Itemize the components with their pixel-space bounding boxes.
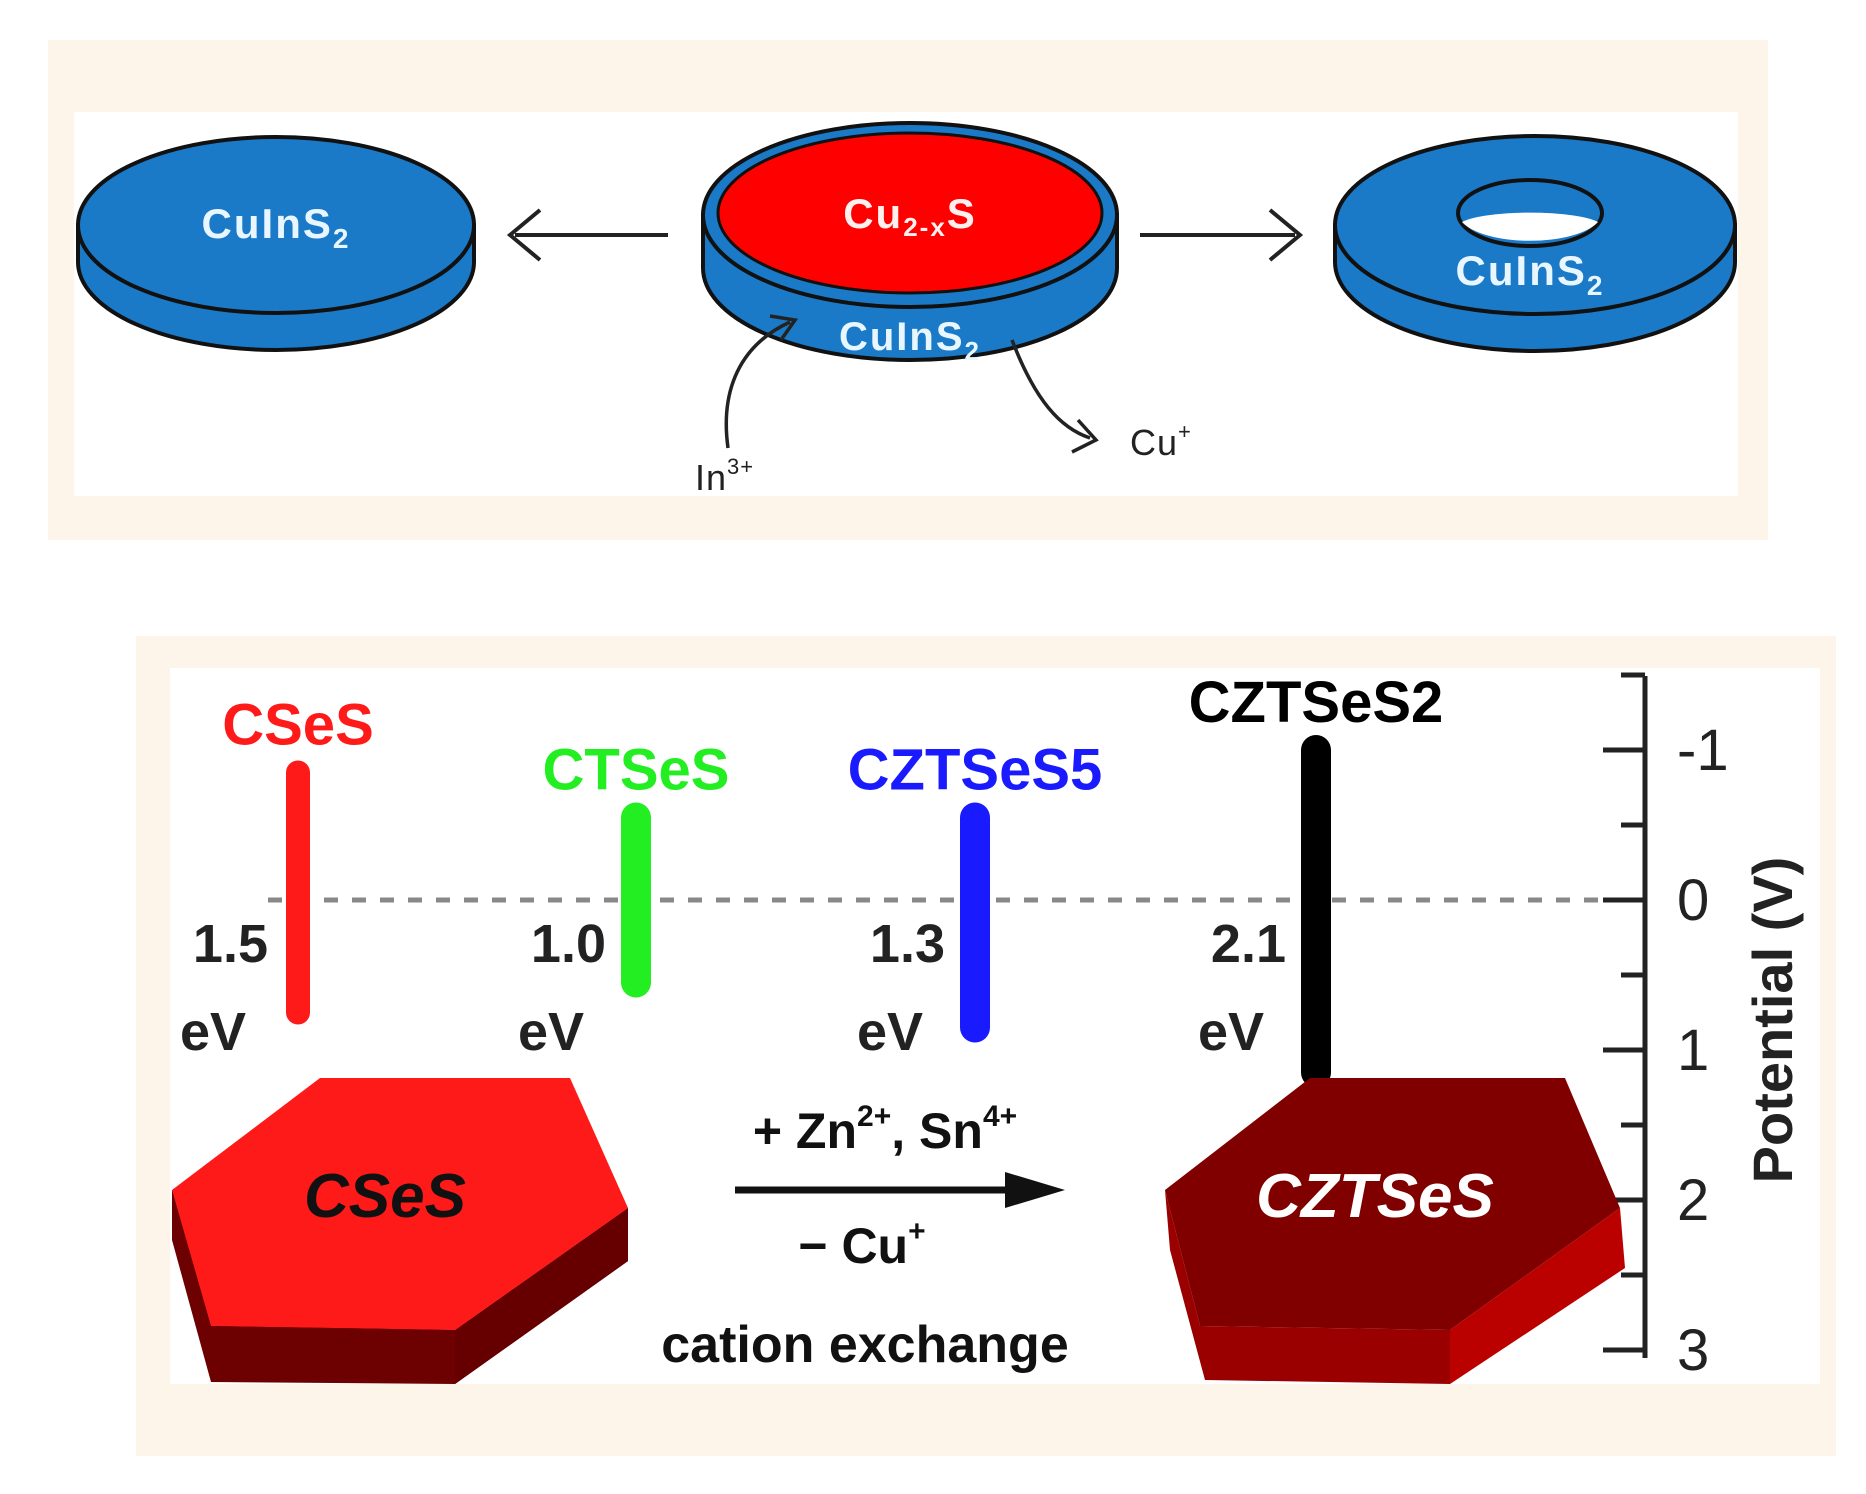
band-gap-unit: eV xyxy=(180,1002,246,1062)
band-gap-unit: eV xyxy=(857,1002,923,1062)
band-bar-name: CZTSeS2 xyxy=(1189,670,1444,735)
axis-tick-label: 3 xyxy=(1677,1318,1709,1383)
right-ring-disk: CuInS2 xyxy=(1333,134,1737,353)
band-bar-name: CZTSeS5 xyxy=(848,738,1103,803)
left-disk-label: CuInS xyxy=(202,200,333,247)
cztses-crystal-label: CZTSeS xyxy=(1256,1162,1494,1231)
axis-tick-label: 0 xyxy=(1677,868,1709,933)
ring-hole-bottom xyxy=(1462,212,1598,241)
sn-charge: 4+ xyxy=(983,1100,1017,1133)
svg-text:CuInS2: CuInS2 xyxy=(1456,247,1605,301)
svg-text:CuInS2: CuInS2 xyxy=(202,200,351,254)
right-disk-label: CuInS xyxy=(1456,247,1587,294)
cu-ion-charge: + xyxy=(1178,419,1192,444)
right-disk-subscript: 2 xyxy=(1587,270,1605,301)
left-arrowhead xyxy=(506,208,542,262)
band-bar-group: CZTSeS2 2.1 eV xyxy=(1189,670,1444,1088)
band-gap-value: 1.3 xyxy=(870,914,945,974)
core-label: Cu xyxy=(843,190,903,237)
in-ion-label: In xyxy=(695,457,727,498)
cu-ion-arrow xyxy=(1010,339,1091,440)
reaction-added-mid: , Sn xyxy=(891,1103,983,1159)
in-ion-arrowhead xyxy=(769,314,799,342)
reaction-added: + Zn xyxy=(753,1103,857,1159)
center-disk-core xyxy=(716,131,1104,295)
band-gap-value: 1.5 xyxy=(193,914,268,974)
cation-exchange-caption: cation exchange xyxy=(661,1316,1068,1374)
band-gap-unit: eV xyxy=(518,1002,584,1062)
cztses-crystal: CZTSeS xyxy=(1165,1078,1625,1384)
svg-text:In3+: In3+ xyxy=(695,454,754,498)
band-gap-unit: eV xyxy=(1198,1002,1264,1062)
band-bars: CSeS 1.5 eV CTSeS 1.0 eV CZTSeS5 1.3 eV CZTSeS2 2.… xyxy=(180,670,1444,1088)
band-bar-name: CTSeS xyxy=(543,738,730,803)
potential-axis: -1 0 1 2 3 Potential (V) xyxy=(1603,672,1804,1383)
cses-crystal: CSeS xyxy=(172,1078,628,1384)
axis-label: Potential (V) xyxy=(1741,857,1804,1184)
svg-text:+ Zn2+, Sn4+: + Zn2+, Sn4+ xyxy=(753,1100,1017,1159)
band-bar-group: CSeS 1.5 eV xyxy=(180,693,374,1063)
right-arrowhead xyxy=(1268,208,1304,262)
core-subscript: 2-x xyxy=(903,212,947,242)
top-panel: CuInS2 Cu2-xS CuInS2 In3+ Cu+ xyxy=(48,40,1768,540)
svg-text:CuInS2: CuInS2 xyxy=(839,315,981,366)
center-disk: Cu2-xS CuInS2 xyxy=(701,121,1119,366)
cses-crystal-label: CSeS xyxy=(304,1162,466,1231)
band-bar-name: CSeS xyxy=(222,693,374,758)
cu-charge: + xyxy=(908,1215,926,1248)
band-bar-group: CTSeS 1.0 eV xyxy=(518,738,729,1063)
left-disk: CuInS2 xyxy=(76,135,476,352)
in-ion-charge: 3+ xyxy=(727,454,754,479)
in-ion-arrow xyxy=(724,320,791,449)
left-disk-subscript: 2 xyxy=(333,223,351,254)
band-gap-value: 2.1 xyxy=(1211,914,1286,974)
axis-tick-label: -1 xyxy=(1677,718,1729,783)
svg-text:− Cu+: − Cu+ xyxy=(798,1215,925,1274)
axis-tick-label: 2 xyxy=(1677,1168,1709,1233)
shell-subscript: 2 xyxy=(965,336,981,366)
zn-charge: 2+ xyxy=(857,1100,891,1133)
reaction: + Zn2+, Sn4+ − Cu+ cation exchange xyxy=(661,1100,1068,1374)
cu-ion-arrowhead xyxy=(1071,418,1099,454)
core-suffix: S xyxy=(947,190,977,237)
band-gap-value: 1.0 xyxy=(531,914,606,974)
cu-ion-label: Cu xyxy=(1130,422,1178,463)
axis-tick-label: 1 xyxy=(1677,1018,1709,1083)
svg-text:Cu+: Cu+ xyxy=(1130,419,1192,463)
svg-text:Cu2-xS: Cu2-xS xyxy=(843,190,977,242)
shell-label: CuInS xyxy=(839,315,965,359)
reaction-removed: − Cu xyxy=(798,1218,908,1274)
bottom-panel: -1 0 1 2 3 Potential (V) CSeS 1.5 eV CTSeS 1.0 eV… xyxy=(136,636,1836,1456)
band-bar-group: CZTSeS5 1.3 eV xyxy=(848,738,1103,1063)
reaction-arrowhead xyxy=(1005,1172,1065,1208)
